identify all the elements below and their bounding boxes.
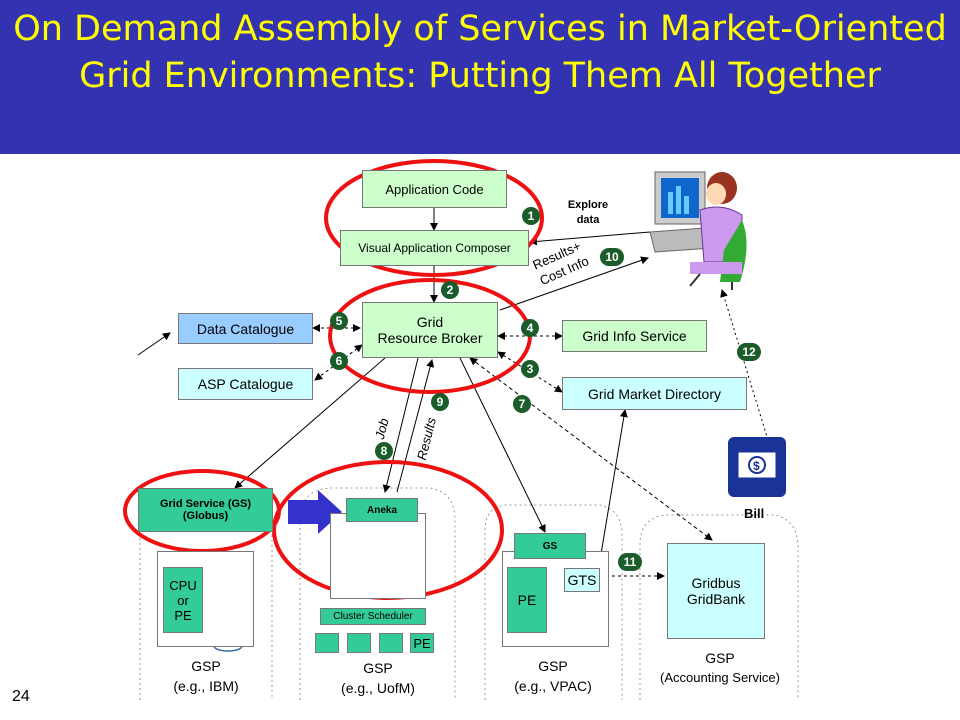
step-badge-7: 7 — [513, 395, 531, 413]
visual-composer-box[interactable]: Visual Application Composer — [340, 230, 529, 266]
gsp-ibm-label: GSP (e.g., IBM) — [173, 658, 239, 694]
gridbus-gridbank-box[interactable]: Gridbus GridBank — [667, 543, 765, 639]
explore-data-label: Explore data — [567, 199, 609, 226]
step-badge-8: 8 — [375, 442, 393, 460]
grid-resource-broker-box[interactable]: Grid Resource Broker — [362, 302, 498, 358]
broker-aspcat-arrow — [314, 344, 363, 381]
data-catalogue-box[interactable]: Data Catalogue — [178, 313, 313, 344]
step-badge-1: 1 — [522, 207, 540, 225]
step-badge-9: 9 — [431, 393, 449, 411]
bill-to-user-arrow — [720, 289, 769, 441]
gsp-accounting-label: GSP (Accounting Service) — [660, 650, 780, 685]
asp-catalogue-box[interactable]: ASP Catalogue — [178, 368, 313, 400]
application-code-box[interactable]: Application Code — [362, 170, 507, 208]
cpu-pe-box[interactable]: CPU or PE — [163, 567, 203, 633]
step-badge-2: 2 — [441, 281, 459, 299]
block-arrow-right-icon — [288, 490, 342, 534]
gsp-uofm-label: GSP (e.g., UofM) — [341, 660, 415, 696]
results-cost-arrow — [499, 256, 649, 311]
page-number: 24 — [12, 688, 30, 705]
cluster-scheduler-box[interactable]: Cluster Scheduler — [320, 608, 426, 625]
pe-node-3 — [379, 633, 403, 653]
step-badge-3: 3 — [521, 360, 539, 378]
step-badge-6: 6 — [330, 352, 348, 370]
grid-service-globus-box[interactable]: Grid Service (GS) (Globus) — [138, 488, 273, 532]
pe-node-box[interactable]: PE — [410, 633, 434, 653]
job-arrow — [382, 357, 419, 493]
pe-node-2 — [347, 633, 371, 653]
gsp-vpac-label: GSP (e.g., VPAC) — [514, 658, 592, 694]
highlight-composer — [324, 159, 544, 277]
step-badge-12: 12 — [737, 343, 761, 361]
slide-title: On Demand Assembly of Services in Market… — [13, 9, 947, 96]
step-badge-10: 10 — [600, 248, 624, 266]
gts-to-marketdir-arrow — [599, 409, 628, 561]
gs-vpac-box[interactable]: GS — [514, 533, 586, 559]
aneka-node-box — [330, 513, 426, 599]
broker-to-globus-arrow — [234, 357, 386, 489]
broker-gridbank-arrow — [469, 357, 713, 541]
step-badge-4: 4 — [521, 319, 539, 337]
bill-label: Bill — [744, 506, 765, 521]
grid-market-directory-box[interactable]: Grid Market Directory — [562, 377, 747, 410]
user-at-computer-icon — [649, 171, 747, 290]
results-arrow — [396, 359, 435, 493]
broker-to-gs-vpac-arrow — [459, 357, 546, 533]
bill-hand-dollar-icon: $ — [728, 437, 786, 497]
step-badge-11: 11 — [618, 553, 642, 571]
aneka-box[interactable]: Aneka — [346, 498, 418, 522]
gts-box[interactable]: GTS — [564, 568, 600, 592]
user-to-composer-arrow — [529, 231, 651, 246]
grid-info-service-box[interactable]: Grid Info Service — [562, 320, 707, 352]
svg-text:$: $ — [753, 459, 760, 473]
pe-node-1 — [315, 633, 339, 653]
stray-arrow — [137, 332, 171, 356]
step-badge-5: 5 — [330, 312, 348, 330]
pe-vpac-box[interactable]: PE — [507, 567, 547, 633]
title-bar — [0, 0, 960, 154]
